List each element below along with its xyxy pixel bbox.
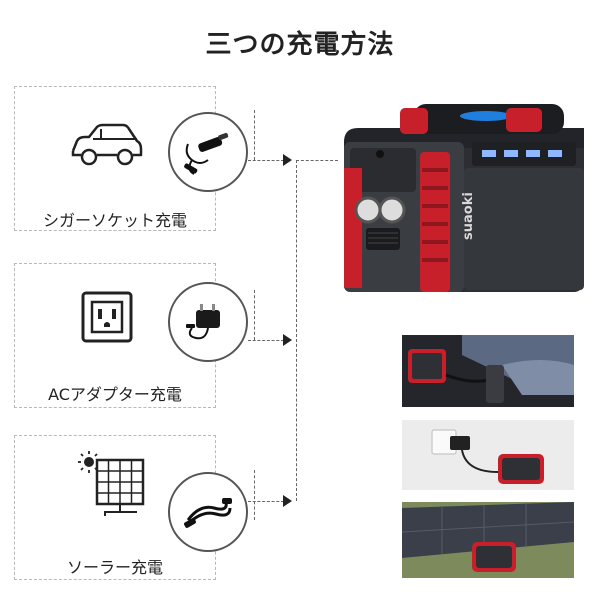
car-charger-icon	[184, 132, 229, 175]
solar-usage-photo	[402, 502, 574, 578]
car-usage-photo	[402, 335, 574, 407]
connector-line	[296, 160, 297, 501]
car-icon	[71, 123, 143, 166]
method-label-ac: ACアダプター充電	[48, 385, 182, 404]
connector-line	[254, 110, 255, 160]
connector-line	[254, 470, 255, 520]
solar-cable-circle	[168, 472, 248, 552]
method-panel-solar: ソーラー充電	[14, 435, 216, 580]
arrow-icon	[283, 334, 292, 346]
method-label-solar: ソーラー充電	[66, 558, 163, 577]
brand-logo: suaoki	[461, 192, 476, 240]
arrow-icon	[283, 154, 292, 166]
ac-adapter-icon	[186, 304, 220, 340]
connector-line	[296, 160, 338, 161]
connector-line	[248, 160, 284, 161]
arrow-icon	[283, 495, 292, 507]
solar-panel-icon	[78, 451, 145, 516]
ac-adapter-circle	[168, 282, 248, 362]
connector-line	[248, 340, 284, 341]
solar-cable-icon	[184, 498, 232, 528]
power-station-image: suaoki	[344, 104, 584, 292]
ac-usage-photo	[402, 420, 574, 490]
connector-line	[248, 501, 284, 502]
wall-outlet-icon	[81, 291, 133, 343]
car-charger-circle	[168, 112, 248, 192]
page-title: 三つの充電方法	[205, 30, 395, 60]
method-label-cigarette: シガーソケット充電	[42, 211, 187, 230]
connector-line	[254, 290, 255, 340]
